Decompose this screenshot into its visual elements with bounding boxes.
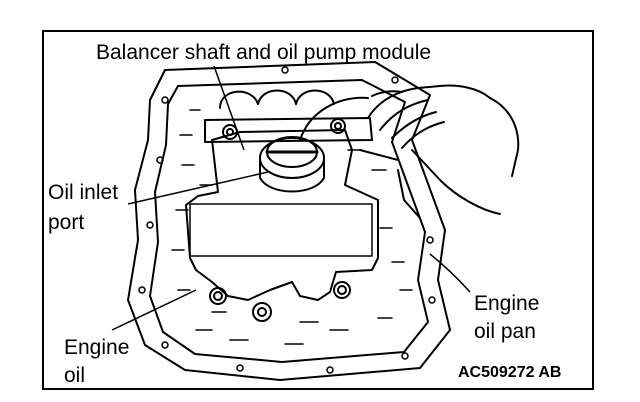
oil-pour-tube bbox=[299, 96, 369, 141]
label-oil-inlet-line1: Oil inlet bbox=[48, 181, 119, 204]
label-oil-inlet-line2: port bbox=[48, 211, 85, 234]
label-engine-oil-line2: oil bbox=[64, 364, 86, 387]
oil-pump-module-body bbox=[185, 129, 379, 301]
leader-engine-oil-pan bbox=[429, 253, 471, 293]
figure-code: AC509272 AB bbox=[458, 364, 562, 381]
leader-balancer bbox=[213, 65, 245, 151]
oil-pan-outer-flange bbox=[127, 61, 451, 381]
engine-oil-surface-lines bbox=[171, 109, 413, 345]
oil-pan-inner-wall bbox=[149, 79, 429, 363]
oil-inlet-port-cap bbox=[259, 136, 325, 193]
oil-container-hand bbox=[359, 84, 520, 219]
label-balancer-shaft: Balancer shaft and oil pump module bbox=[96, 41, 432, 64]
leader-oil-inlet bbox=[127, 171, 269, 205]
label-engine-oil-pan-line1: Engine bbox=[474, 292, 540, 315]
leader-lines bbox=[111, 65, 471, 331]
label-engine-oil-line1: Engine bbox=[64, 336, 130, 359]
module-cover-panel bbox=[189, 203, 373, 257]
flange-bolt-holes bbox=[138, 66, 436, 374]
leader-engine-oil bbox=[111, 289, 197, 331]
module-bolts bbox=[209, 118, 351, 322]
label-engine-oil-pan-line2: oil pan bbox=[474, 320, 536, 343]
balancer-shaft-housing bbox=[204, 89, 373, 143]
